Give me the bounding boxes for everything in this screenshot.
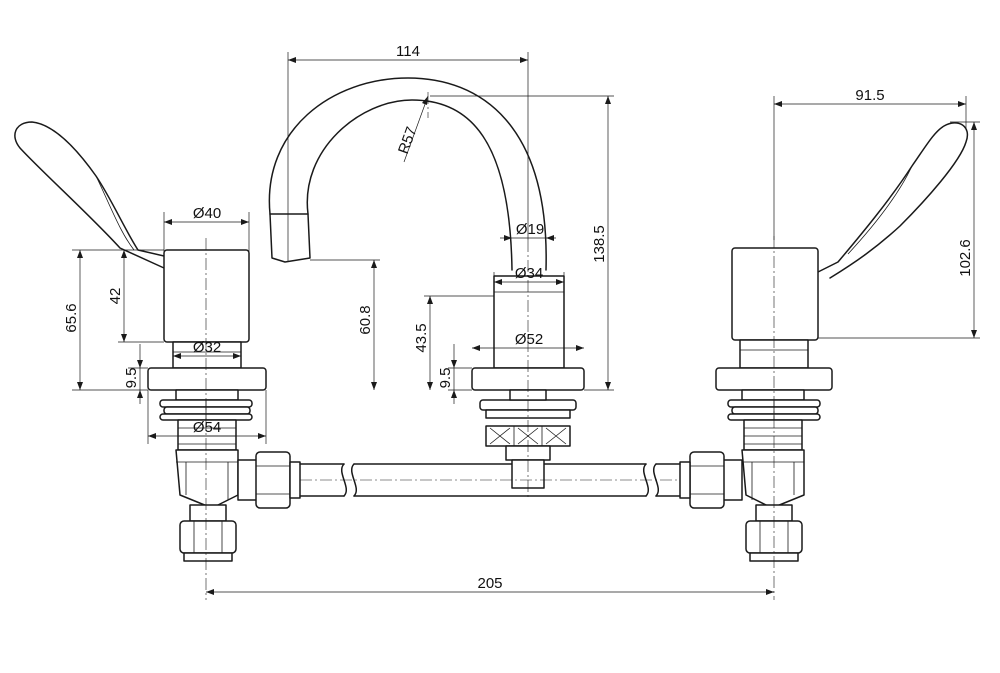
left-handle-body bbox=[163, 249, 250, 343]
right-lever bbox=[817, 122, 969, 279]
centre-lines bbox=[205, 92, 775, 600]
dim-label-spout-radius: R57 bbox=[395, 125, 420, 157]
spout-neck bbox=[268, 77, 547, 271]
dim-label-spout-height: 138.5 bbox=[591, 225, 608, 263]
dim-label-spout-reach: 114 bbox=[396, 43, 420, 60]
dim-label-handle-flange-height: 9.5 bbox=[123, 368, 140, 389]
spout bbox=[268, 77, 585, 489]
dimension-lines bbox=[72, 52, 980, 595]
dim-label-overall-width: 205 bbox=[477, 575, 502, 592]
dim-label-spout-base-dia: Ø52 bbox=[515, 331, 543, 348]
left-flange bbox=[147, 367, 267, 391]
dim-label-lever-height: 102.6 bbox=[957, 239, 974, 277]
dim-label-outlet-height: 60.8 bbox=[357, 305, 374, 334]
dim-label-lever-width: 91.5 bbox=[855, 87, 884, 104]
left-lever bbox=[14, 121, 165, 269]
dim-label-handle-flange-dia: Ø54 bbox=[193, 419, 221, 436]
spout-outlet bbox=[269, 213, 311, 263]
dim-label-outlet-dia: Ø19 bbox=[516, 221, 544, 238]
dim-label-handle-body-dia: Ø40 bbox=[193, 205, 221, 222]
right-valve bbox=[679, 122, 969, 562]
dim-label-handle-stem-dia: Ø32 bbox=[193, 339, 221, 356]
dim-label-handle-total-height: 65.6 bbox=[63, 303, 80, 332]
connecting-pipe bbox=[299, 463, 681, 497]
dim-label-spout-flange-height: 9.5 bbox=[437, 368, 454, 389]
dim-label-handle-body-height: 42 bbox=[107, 288, 124, 305]
right-handle-body bbox=[731, 247, 819, 341]
spout-body bbox=[493, 275, 565, 369]
dim-label-spout-body-height: 43.5 bbox=[413, 323, 430, 352]
dim-label-spout-body-dia: Ø34 bbox=[515, 265, 543, 282]
left-valve bbox=[14, 121, 301, 562]
